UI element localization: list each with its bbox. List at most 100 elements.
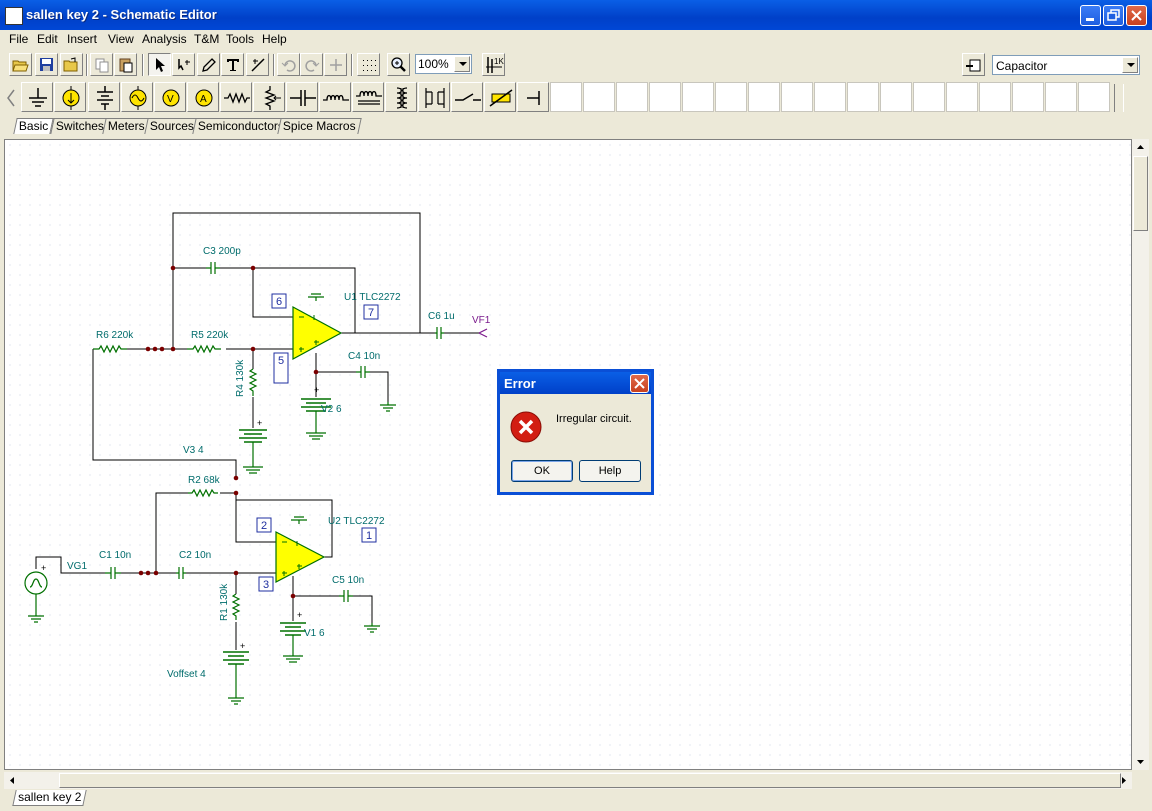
tab-semiconductors[interactable]: Semiconductors — [192, 118, 290, 134]
palette-empty-slot[interactable] — [781, 82, 813, 112]
menu-edit[interactable]: Edit — [37, 32, 58, 46]
component-dropdown[interactable]: Capacitor — [992, 55, 1140, 75]
vertical-scroll-thumb[interactable] — [1133, 156, 1148, 231]
grid-button[interactable] — [357, 53, 380, 76]
scroll-left-arrow[interactable] — [5, 773, 20, 788]
palette-empty-slot[interactable] — [583, 82, 615, 112]
help-button[interactable]: Help — [579, 460, 641, 482]
palette-current-source[interactable] — [54, 82, 86, 112]
palette-voltage-source[interactable] — [121, 82, 153, 112]
scroll-right-arrow[interactable] — [1116, 773, 1131, 788]
palette-empty-slot[interactable] — [847, 82, 879, 112]
palette-inductor[interactable] — [319, 82, 351, 112]
undo-button[interactable] — [277, 53, 300, 76]
zoom-dropdown[interactable]: 100% — [415, 54, 472, 74]
close-button[interactable] — [1126, 5, 1147, 26]
chevron-left-icon — [10, 777, 14, 784]
vertical-scrollbar[interactable] — [1132, 139, 1149, 770]
palette-resistor[interactable] — [220, 82, 252, 112]
select-tool-button[interactable] — [148, 53, 171, 76]
text-tool-button[interactable] — [221, 53, 244, 76]
paste-button[interactable] — [114, 53, 137, 76]
palette-empty-slot[interactable] — [1012, 82, 1044, 112]
palette-empty-slot[interactable] — [649, 82, 681, 112]
palette-empty-slot[interactable] — [682, 82, 714, 112]
hand-pointer-icon — [965, 59, 980, 71]
palette-transformer[interactable] — [385, 82, 417, 112]
chevron-down-icon[interactable] — [1122, 57, 1138, 73]
chevron-down-icon[interactable] — [454, 56, 470, 72]
save-button[interactable] — [35, 53, 58, 76]
palette-battery[interactable] — [88, 82, 120, 112]
component-picker-button[interactable] — [962, 53, 985, 76]
palette-empty-slot[interactable] — [946, 82, 978, 112]
app-icon[interactable] — [5, 7, 23, 25]
menu-tm[interactable]: T&M — [194, 32, 220, 46]
menu-file[interactable]: File — [9, 32, 29, 46]
pen-tool-button[interactable] — [197, 53, 220, 76]
wire-tool-button[interactable] — [172, 53, 195, 76]
scroll-up-arrow[interactable] — [1133, 140, 1148, 155]
palette-potentiometer[interactable] — [253, 82, 285, 112]
chevron-right-icon — [1122, 777, 1126, 784]
restore-icon — [1107, 9, 1120, 21]
dialog-close-button[interactable] — [630, 374, 649, 393]
menu-tools[interactable]: Tools — [226, 32, 255, 46]
tab-spice-macros[interactable]: Spice Macros — [277, 118, 362, 134]
node-button[interactable] — [324, 53, 347, 76]
tab-switches[interactable]: Switches — [50, 118, 110, 134]
palette-empty-slot[interactable] — [550, 82, 582, 112]
pin-5: 5 — [278, 355, 284, 367]
menu-view[interactable]: View — [108, 32, 134, 46]
wires — [35, 212, 479, 650]
ok-button[interactable]: OK — [511, 460, 573, 482]
horizontal-scrollbar[interactable] — [4, 772, 1132, 789]
restore-button[interactable] — [1103, 5, 1124, 26]
component-values-icon: 1K — [485, 56, 504, 73]
tab-basic[interactable]: Basic — [13, 118, 55, 134]
palette-ammeter[interactable]: A — [187, 82, 219, 112]
ground-icon — [29, 88, 47, 107]
open-button[interactable] — [9, 53, 32, 76]
properties-button[interactable]: 1K — [482, 53, 505, 76]
palette-ground[interactable] — [21, 82, 53, 112]
label-u2: U2 TLC2272 — [328, 516, 385, 527]
open-project-button[interactable] — [60, 53, 83, 76]
palette-scroll-left[interactable] — [4, 84, 18, 112]
palette-coupled-inductor[interactable] — [418, 82, 450, 112]
palette-voltmeter[interactable]: V — [154, 82, 186, 112]
horizontal-scroll-thumb[interactable] — [59, 773, 1121, 788]
palette-scroll-right[interactable] — [1114, 84, 1124, 112]
minimize-button[interactable] — [1080, 5, 1101, 26]
line-tool-button[interactable] — [246, 53, 269, 76]
palette-empty-slot[interactable] — [814, 82, 846, 112]
menu-analysis[interactable]: Analysis — [142, 32, 187, 46]
palette-empty-slot[interactable] — [1078, 82, 1110, 112]
palette-empty-slot[interactable] — [1045, 82, 1077, 112]
palette-empty-slot[interactable] — [913, 82, 945, 112]
palette-thermistor[interactable] — [484, 82, 516, 112]
menu-insert[interactable]: Insert — [67, 32, 98, 46]
core-inductor-icon — [356, 90, 382, 105]
palette-switch[interactable] — [451, 82, 483, 112]
junctions — [138, 265, 319, 599]
tab-sources[interactable]: Sources — [144, 118, 200, 134]
redo-button[interactable] — [300, 53, 323, 76]
palette-empty-slot[interactable] — [616, 82, 648, 112]
zoom-button[interactable] — [387, 53, 410, 76]
coupled-inductor-icon — [425, 88, 445, 108]
document-tab[interactable]: sallen key 2 — [12, 790, 88, 806]
palette-core-inductor[interactable] — [352, 82, 384, 112]
label-r4: R4 130k — [235, 359, 246, 397]
palette-capacitor[interactable] — [286, 82, 318, 112]
copy-button[interactable] — [90, 53, 113, 76]
palette-empty-slot[interactable] — [715, 82, 747, 112]
menu-help[interactable]: Help — [262, 32, 287, 46]
tab-meters[interactable]: Meters — [102, 118, 151, 134]
palette-empty-slot[interactable] — [880, 82, 912, 112]
palette-empty-slot[interactable] — [979, 82, 1011, 112]
pin-3: 3 — [263, 579, 269, 591]
scroll-down-arrow[interactable] — [1133, 754, 1148, 769]
palette-empty-slot[interactable] — [748, 82, 780, 112]
palette-terminal[interactable] — [517, 82, 549, 112]
